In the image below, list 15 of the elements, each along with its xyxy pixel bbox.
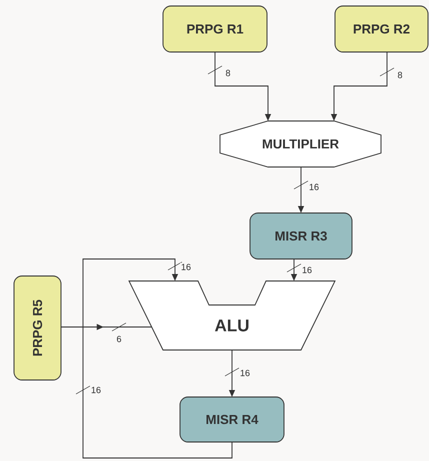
bus-width-label: 16 <box>92 386 101 394</box>
bus-width-label: 8 <box>398 72 402 78</box>
prpg-register-box: PRPG R1 <box>162 6 268 52</box>
prpg-register-box: PRPG R2 <box>334 6 428 52</box>
arrow <box>82 258 232 458</box>
bus-width-label: 16 <box>302 266 312 274</box>
misr-register-box: MISR R4 <box>180 396 284 442</box>
bus-width-label: 16 <box>310 184 319 190</box>
multiplier-octagon: MULTIPLIER <box>220 120 382 168</box>
bus-width-label: 8 <box>226 70 230 76</box>
bus-width-label: 16 <box>182 264 191 270</box>
bus-width-label: 16 <box>240 370 250 376</box>
misr-register-box: MISR R3 <box>250 212 352 260</box>
bus-width-label: 6 <box>116 336 122 342</box>
prpg-register-box: PRPG R5 <box>14 276 62 380</box>
